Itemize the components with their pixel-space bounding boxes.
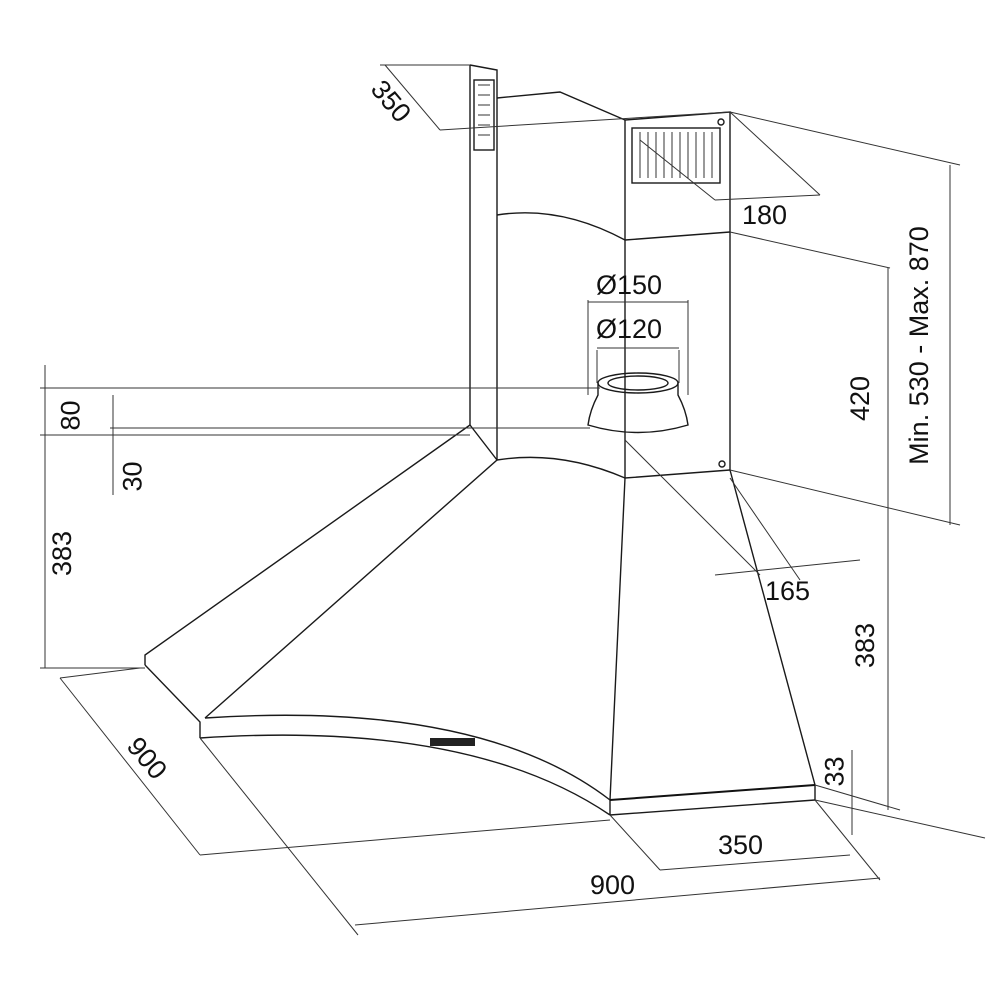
vent-grille-right xyxy=(631,127,721,184)
dim-edge-thickness: 33 xyxy=(819,756,850,787)
dim-chimney-width: 180 xyxy=(742,200,788,230)
dim-collar-offset: 30 xyxy=(117,461,148,492)
dimension-lines xyxy=(40,64,986,936)
control-panel xyxy=(430,738,475,746)
dim-width-front: 900 xyxy=(590,870,636,900)
dim-side-depth: 350 xyxy=(718,830,764,860)
dim-outlet-inner: Ø120 xyxy=(596,314,663,344)
hood-body xyxy=(144,424,816,816)
dim-chimney-offset: 165 xyxy=(765,576,811,606)
outlet-collar xyxy=(587,300,689,434)
dim-hood-height-left: 383 xyxy=(47,530,78,577)
vent-grille-left xyxy=(473,79,495,151)
dim-outlet-outer: Ø150 xyxy=(596,270,663,300)
dim-chimney-total: Min. 530 - Max. 870 xyxy=(903,226,934,465)
dim-hood-height-right: 383 xyxy=(850,622,881,669)
dim-chimney-lower: 420 xyxy=(845,375,876,422)
dim-collar-height: 80 xyxy=(55,400,86,431)
